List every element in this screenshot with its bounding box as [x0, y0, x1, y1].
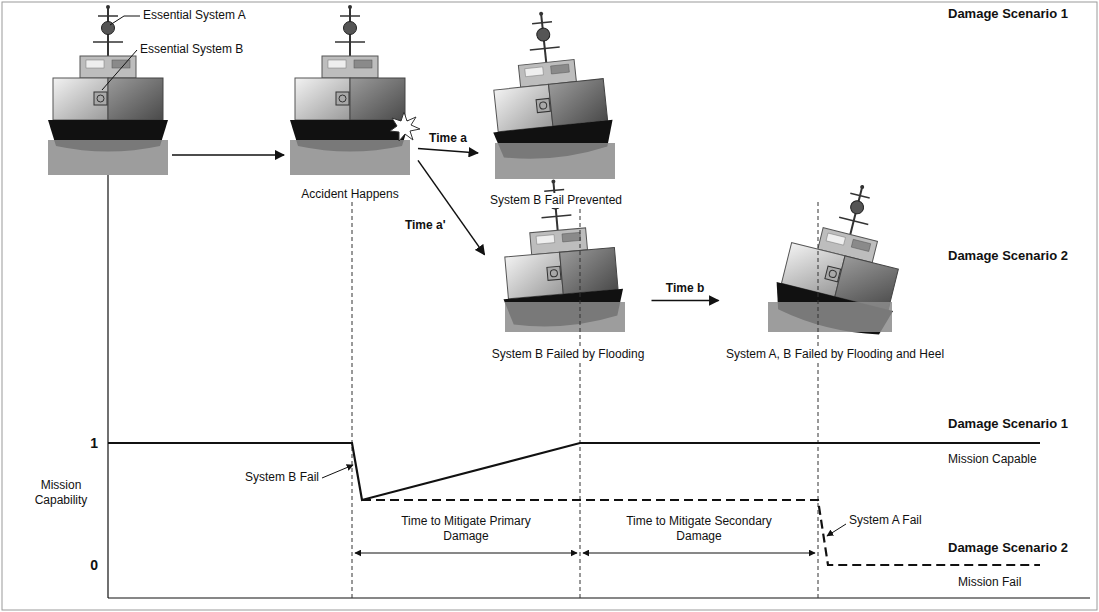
callout-label: Essential System B [140, 42, 243, 57]
ship-state: System B Fail Prevented [478, 4, 634, 208]
event-label: System A Fail [849, 513, 922, 528]
state-caption: System B Fail Prevented [487, 193, 625, 208]
callout-label: Essential System A [143, 8, 246, 23]
leader-line [102, 50, 137, 90]
transition-arrow [652, 300, 719, 302]
ship-intact [48, 5, 168, 175]
ship-state: Accident Happens [282, 4, 418, 202]
state-caption: System B Failed by Flooding [489, 347, 648, 362]
leader-line [124, 16, 140, 17]
transition-label: Time b [664, 281, 706, 296]
ship-state: System B Failed by Flooding [485, 186, 652, 362]
capability-chart [108, 175, 1090, 598]
transition-label: Time a [427, 131, 469, 146]
transition-arrow [418, 160, 485, 254]
state-label: Mission Fail [958, 575, 1021, 590]
interval-label: Time to Mitigate Secondary Damage [624, 514, 774, 544]
axis-tick: 1 [60, 435, 98, 452]
state-caption: Accident Happens [298, 187, 401, 202]
interval-label: Time to Mitigate Primary Damage [391, 514, 541, 544]
leader-line [110, 16, 124, 25]
scenario-title: Damage Scenario 1 [948, 6, 1068, 22]
transition-arrow [418, 149, 478, 153]
scenario-title: Damage Scenario 2 [948, 248, 1068, 264]
ship-accident [290, 5, 420, 175]
axis-title: Mission Capability [20, 478, 102, 508]
state-label: Mission Capable [948, 452, 1037, 467]
axis-tick: 0 [60, 557, 98, 574]
state-caption: System A, B Failed by Flooding and Heel [723, 347, 947, 362]
ship-damage-scenario-1 [481, 5, 616, 179]
scenario-title: Damage Scenario 1 [948, 416, 1068, 432]
scenario-title: Damage Scenario 2 [948, 540, 1068, 556]
transition-label: Time a' [403, 218, 448, 233]
ship-heeled [768, 170, 921, 341]
event-label: System B Fail [245, 470, 319, 485]
ship-state: System A, B Failed by Flooding and Heel [719, 186, 952, 362]
sequence-arrow [172, 154, 284, 156]
